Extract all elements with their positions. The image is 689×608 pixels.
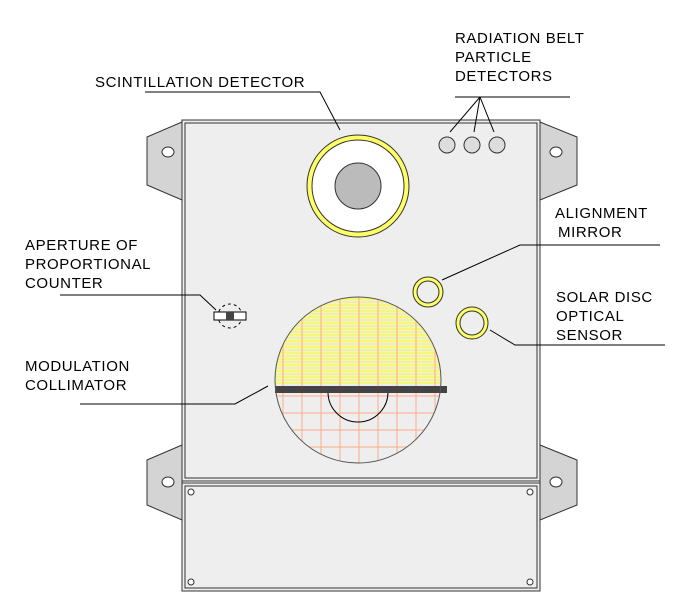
label-scintillation: SCINTILLATION DETECTOR	[95, 74, 305, 91]
label-solar-1: SOLAR DISC	[556, 289, 653, 306]
label-alignment-2: MIRROR	[558, 224, 622, 241]
label-aperture-2: PROPORTIONAL	[25, 256, 151, 273]
aperture	[213, 303, 247, 329]
label-alignment-1: ALIGNMENT	[555, 205, 648, 222]
label-collimator-2: COLLIMATOR	[25, 377, 127, 394]
label-radiation-3: DETECTORS	[455, 68, 553, 85]
lower-box	[181, 482, 541, 592]
label-solar-2: OPTICAL	[556, 308, 624, 325]
scintillation-detector	[306, 134, 410, 238]
solar-disc-sensor	[455, 306, 489, 340]
label-solar-3: SENSOR	[556, 327, 623, 344]
label-collimator-1: MODULATION	[25, 358, 130, 375]
label-aperture-3: COUNTER	[25, 275, 103, 292]
label-radiation-1: RADIATION BELT	[455, 30, 585, 47]
alignment-mirror	[412, 276, 444, 308]
particle-detectors	[438, 136, 506, 154]
label-radiation-2: PARTICLE	[455, 49, 532, 66]
leader-lines	[60, 91, 665, 405]
label-aperture-1: APERTURE OF	[25, 237, 138, 254]
